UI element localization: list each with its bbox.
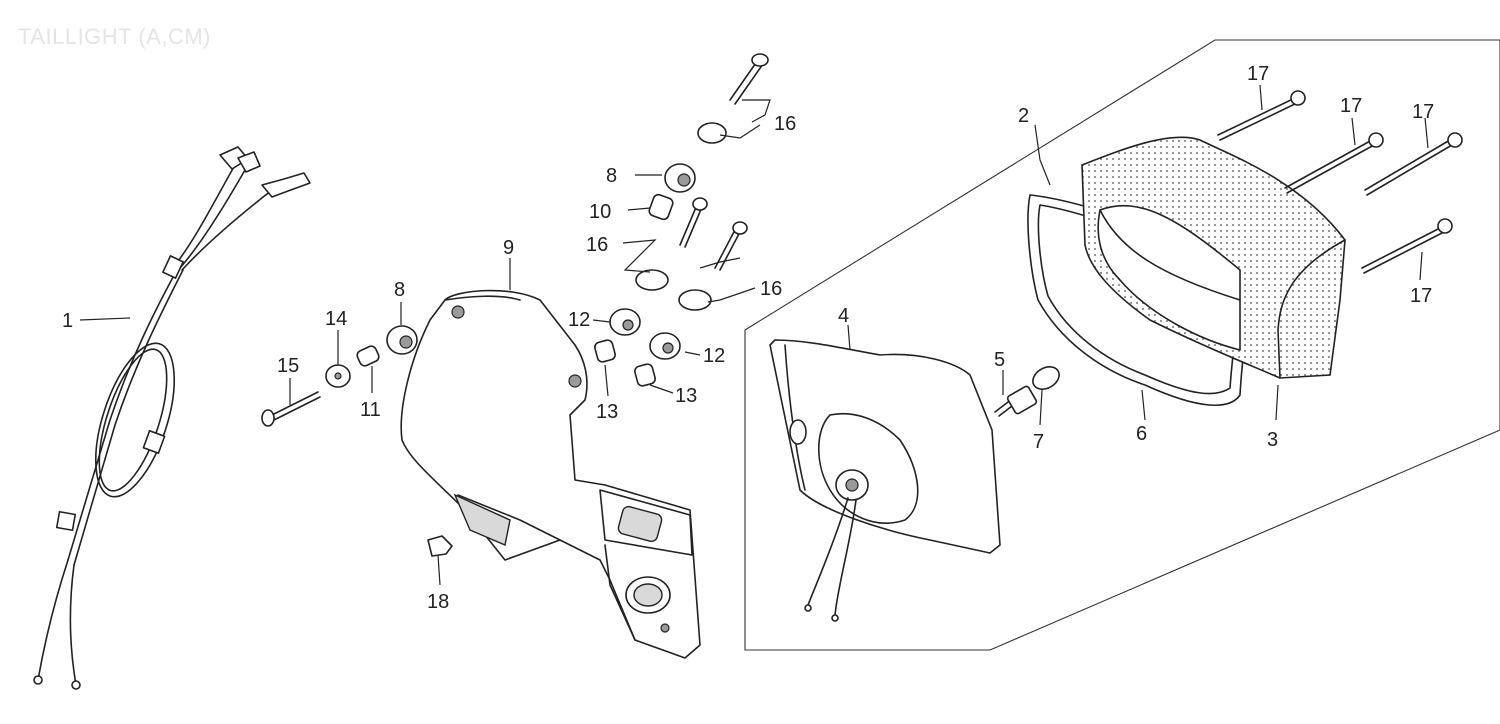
bolt-16-mid-b: [714, 221, 748, 271]
callout-16-mid: 16: [586, 234, 608, 256]
wire-harness: [33, 146, 311, 690]
callout-13-left: 13: [596, 401, 618, 423]
diagram-title: TAILLIGHT (A,CM): [18, 24, 211, 49]
callout-14: 14: [325, 308, 347, 330]
callout-17-a: 17: [1247, 63, 1269, 85]
callout-3: 3: [1267, 429, 1278, 451]
collar-11: [356, 345, 380, 367]
callout-9: 9: [503, 237, 514, 259]
grommet-8-left: [386, 325, 418, 355]
callout-1: 1: [62, 310, 73, 332]
screws-17: [1217, 90, 1463, 274]
callout-13-right: 13: [675, 385, 697, 407]
callout-17-b: 17: [1340, 95, 1362, 117]
collar-10: [648, 193, 674, 221]
callout-11: 11: [360, 399, 381, 421]
callout-8-left: 8: [394, 279, 405, 301]
callout-16-low: 16: [760, 278, 782, 300]
callout-7: 7: [1033, 431, 1044, 453]
washers-16: [635, 269, 712, 311]
bulb-7: [1006, 366, 1060, 415]
callout-2: 2: [1018, 105, 1029, 127]
bolt-16-mid-a: [679, 197, 708, 248]
bracket-9: [400, 289, 701, 659]
callout-6: 6: [1136, 423, 1147, 445]
subassembly-outline: [744, 39, 1500, 651]
callout-12-left: 12: [568, 309, 590, 331]
callout-8-upper: 8: [606, 165, 617, 187]
bolt-16-top: [697, 53, 769, 144]
callout-15: 15: [277, 355, 299, 377]
nut-18: [427, 535, 453, 557]
callout-17-c: 17: [1412, 101, 1434, 123]
callout-18: 18: [427, 591, 449, 613]
grommets-12: [609, 308, 681, 360]
collars-13: [594, 339, 656, 387]
grommet-8-upper: [664, 163, 696, 193]
washer-14: [325, 364, 351, 388]
taillight-base-4: [769, 339, 1001, 622]
lens-3: [1081, 136, 1346, 379]
callout-12-right: 12: [703, 345, 725, 367]
callout-labels: 1 2 3 4 5 6 7 8 8 9 10 11 12 12 13 13 14…: [62, 63, 1434, 613]
bolt-15: [261, 391, 321, 427]
callout-17-d: 17: [1410, 285, 1432, 307]
callout-5: 5: [994, 349, 1005, 371]
socket-5: [994, 401, 1013, 417]
callout-10: 10: [589, 201, 611, 223]
leader-lines: [79, 84, 1429, 586]
callout-4: 4: [838, 305, 849, 327]
callout-16-top: 16: [774, 113, 796, 135]
